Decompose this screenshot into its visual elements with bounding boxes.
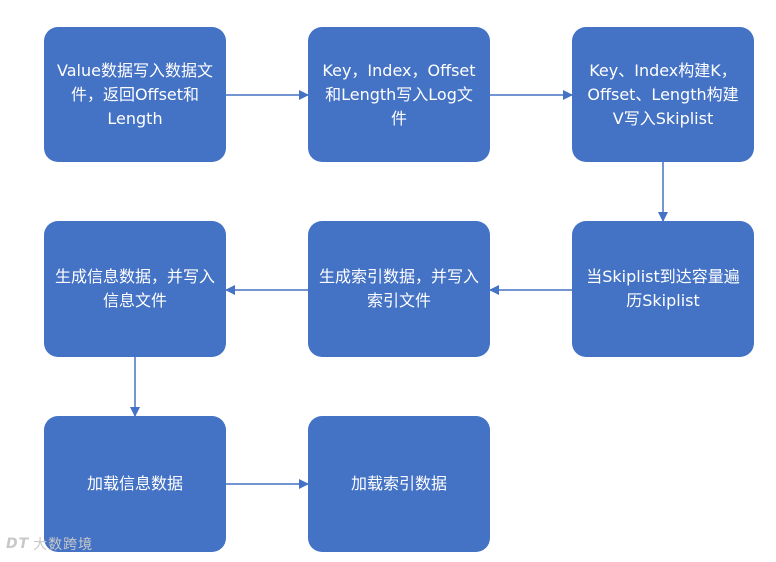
node-write-value-data: Value数据写入数据文件，返回Offset和Length bbox=[44, 27, 226, 162]
node-load-info-data: 加载信息数据 bbox=[44, 416, 226, 552]
node-label: 加载信息数据 bbox=[86, 474, 183, 493]
node-label: 生成索引数据，并写入索引文件 bbox=[318, 267, 479, 310]
watermark-text: 大数跨境 bbox=[33, 537, 94, 553]
node-generate-index-data: 生成索引数据，并写入索引文件 bbox=[308, 221, 490, 357]
watermark-logo: DT bbox=[6, 536, 30, 552]
node-write-skiplist: Key、Index构建K，Offset、Length构建V写入Skiplist bbox=[572, 27, 754, 162]
node-traverse-skiplist: 当Skiplist到达容量遍历Skiplist bbox=[572, 221, 754, 357]
node-label: Value数据写入数据文件，返回Offset和Length bbox=[57, 60, 213, 128]
node-label: Key、Index构建K，Offset、Length构建V写入Skiplist bbox=[587, 60, 739, 128]
node-label: 生成信息数据，并写入信息文件 bbox=[54, 267, 215, 310]
node-write-log-file: Key，Index，Offset和Length写入Log文件 bbox=[308, 27, 490, 162]
node-label: 加载索引数据 bbox=[350, 474, 447, 493]
node-label: 当Skiplist到达容量遍历Skiplist bbox=[586, 267, 740, 310]
node-generate-info-data: 生成信息数据，并写入信息文件 bbox=[44, 221, 226, 357]
node-load-index-data: 加载索引数据 bbox=[308, 416, 490, 552]
node-label: Key，Index，Offset和Length写入Log文件 bbox=[322, 60, 476, 128]
watermark: DT 大数跨境 bbox=[6, 534, 93, 554]
